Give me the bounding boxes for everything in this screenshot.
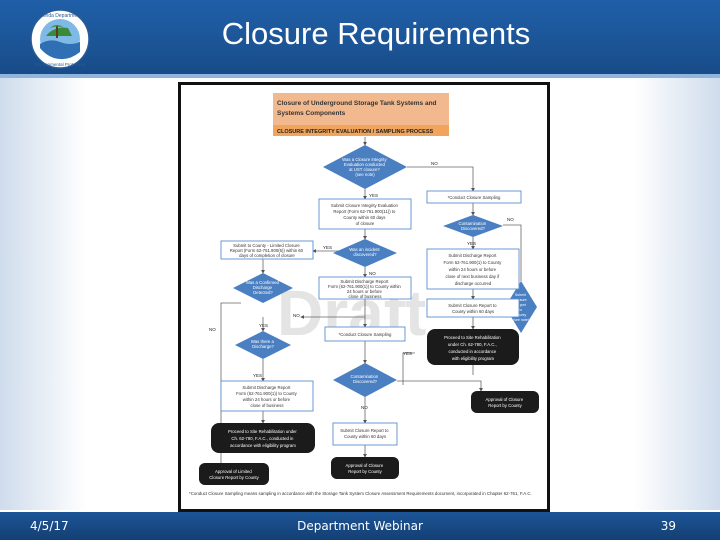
diamond-submit-closure-right bbox=[505, 281, 537, 333]
diamond-contamination-right-text: Contamination Discovered? bbox=[459, 221, 488, 231]
label-yes-4: YES bbox=[259, 323, 268, 328]
diamond-integrity-evaluation bbox=[323, 145, 407, 189]
diamond-submit-closure-right-text: Submit Closure Report to County (see not… bbox=[513, 293, 529, 322]
process-box-texts: *Conduct Closure Sampling Submit Closure… bbox=[230, 195, 502, 439]
box-limited-closure-report-text: Submit to County - Limited Closure Repor… bbox=[230, 243, 305, 258]
flowchart-subtitle-box bbox=[273, 125, 449, 136]
dark-box-proceed-left-text: Proceed to Site Rehabilitation under Ch.… bbox=[228, 429, 298, 448]
label-yes-1: YES bbox=[369, 193, 378, 198]
box-conduct-sampling-text: *Conduct Closure Sampling bbox=[448, 195, 501, 200]
branch-labels: NO YES NO YES YES NO NO YES NO YES YES N… bbox=[209, 161, 514, 410]
diamond-confirmed-discharge bbox=[233, 273, 293, 303]
flowchart-title-line2: Systems Components bbox=[277, 110, 346, 117]
flowchart: Draft Closure of Underground Storage Tan… bbox=[189, 93, 539, 496]
dark-box-proceed-right bbox=[427, 329, 519, 365]
label-no-2: NO bbox=[507, 217, 514, 222]
box-discharge-form-mid-text: Submit Discharge Report Form (62-761.900… bbox=[328, 279, 402, 299]
box-closure-report-mid-text: Submit Closure Report to County within 6… bbox=[340, 428, 389, 439]
decision-nodes: Was a Closure Integrity Evaluation condu… bbox=[233, 145, 537, 397]
box-closure-report-right bbox=[426, 298, 520, 318]
flowchart-subtitle: CLOSURE INTEGRITY EVALUATION / SAMPLING … bbox=[277, 129, 433, 135]
dark-box-approval-mid bbox=[331, 457, 399, 479]
process-boxes bbox=[220, 190, 522, 446]
logo-bottom-text: Environmental Protection bbox=[35, 62, 86, 67]
flowchart-footnote-wrap: *Conduct Closure Sampling means sampling… bbox=[189, 491, 532, 496]
box-discharge-report-left bbox=[220, 380, 314, 412]
box-submit-integrity-report-text: Submit Closure Integrity Evaluation Repo… bbox=[331, 203, 399, 226]
flowchart-footnote: *Conduct Closure Sampling means sampling… bbox=[189, 491, 532, 496]
box-limited-closure-report bbox=[220, 240, 314, 260]
flowchart-title-line1: Closure of Underground Storage Tank Syst… bbox=[277, 100, 437, 107]
diamond-contamination-mid bbox=[333, 363, 397, 397]
label-no-5: NO bbox=[293, 313, 300, 318]
label-yes-6: YES bbox=[403, 351, 412, 356]
label-no-1: NO bbox=[431, 161, 438, 166]
diamond-integrity-evaluation-text: Was a Closure Integrity Evaluation condu… bbox=[342, 157, 388, 177]
diamond-incident-text: Was an incident discovered? bbox=[349, 247, 381, 257]
box-discharge-report-right-text: Submit Discharge Report Form 62-761.900(… bbox=[443, 253, 502, 286]
footer-page-number: 39 bbox=[660, 519, 676, 533]
box-conduct-sampling-2 bbox=[324, 326, 406, 342]
dark-box-proceed-right-text: Proceed to Site Rehabilitation under Ch.… bbox=[444, 335, 502, 361]
dark-box-approval-limited-text: Approval of Limited Closure Report by Co… bbox=[209, 469, 259, 480]
box-closure-report-mid bbox=[332, 422, 398, 446]
terminal-box-texts: Proceed to Site Rehabilitation under Ch.… bbox=[209, 335, 524, 480]
diamond-contamination-mid-text: Contamination Discovered? bbox=[351, 374, 380, 384]
fdep-logo: Florida Department Environmental Protect… bbox=[30, 9, 90, 69]
slide-header: Florida Department Environmental Protect… bbox=[0, 0, 720, 78]
label-yes-2: YES bbox=[467, 241, 476, 246]
box-conduct-sampling bbox=[426, 190, 522, 204]
diamond-was-discharge bbox=[235, 331, 291, 359]
label-yes-5: YES bbox=[253, 373, 262, 378]
terminal-boxes bbox=[199, 329, 539, 485]
slide-title: Closure Requirements bbox=[221, 16, 531, 51]
label-yes-3: YES bbox=[323, 245, 332, 250]
dark-box-approval-right bbox=[471, 391, 539, 413]
dark-box-approval-mid-text: Approval of Closure Report by County bbox=[346, 463, 385, 474]
flowchart-connectors bbox=[220, 137, 522, 467]
box-conduct-sampling-2-text: *Conduct Closure Sampling bbox=[339, 332, 392, 337]
logo-top-text: Florida Department bbox=[39, 13, 82, 19]
label-no-4: NO bbox=[209, 327, 216, 332]
slide-footer: 4/5/17 Department Webinar 39 bbox=[0, 512, 720, 540]
dark-box-proceed-left bbox=[211, 423, 315, 453]
box-closure-report-right-text: Submit Closure Report to County within 6… bbox=[448, 303, 497, 314]
box-discharge-form-mid bbox=[318, 276, 412, 300]
header-divider bbox=[0, 74, 720, 78]
flowchart-document: Draft Closure of Underground Storage Tan… bbox=[181, 85, 547, 509]
diamond-incident bbox=[333, 239, 397, 267]
dark-box-approval-right-text: Approval of Closure Report by County bbox=[486, 397, 525, 408]
flowchart-title-box bbox=[273, 93, 449, 125]
box-submit-integrity-report bbox=[318, 198, 412, 230]
footer-title: Department Webinar bbox=[297, 519, 423, 533]
diamond-confirmed-discharge-text: Was a Confirmed Discharge Detected? bbox=[246, 280, 280, 295]
diamond-was-discharge-text: Was there a Discharge? bbox=[251, 339, 275, 349]
box-discharge-report-right bbox=[426, 248, 520, 290]
box-discharge-report-left-text: Submit Discharge Report Form (62-761.900… bbox=[236, 385, 298, 408]
label-no-6: NO bbox=[361, 405, 368, 410]
footer-date: 4/5/17 bbox=[30, 519, 69, 533]
dark-box-approval-limited bbox=[199, 463, 269, 485]
label-no-3: NO bbox=[369, 271, 376, 276]
diamond-contamination-right bbox=[443, 215, 503, 237]
